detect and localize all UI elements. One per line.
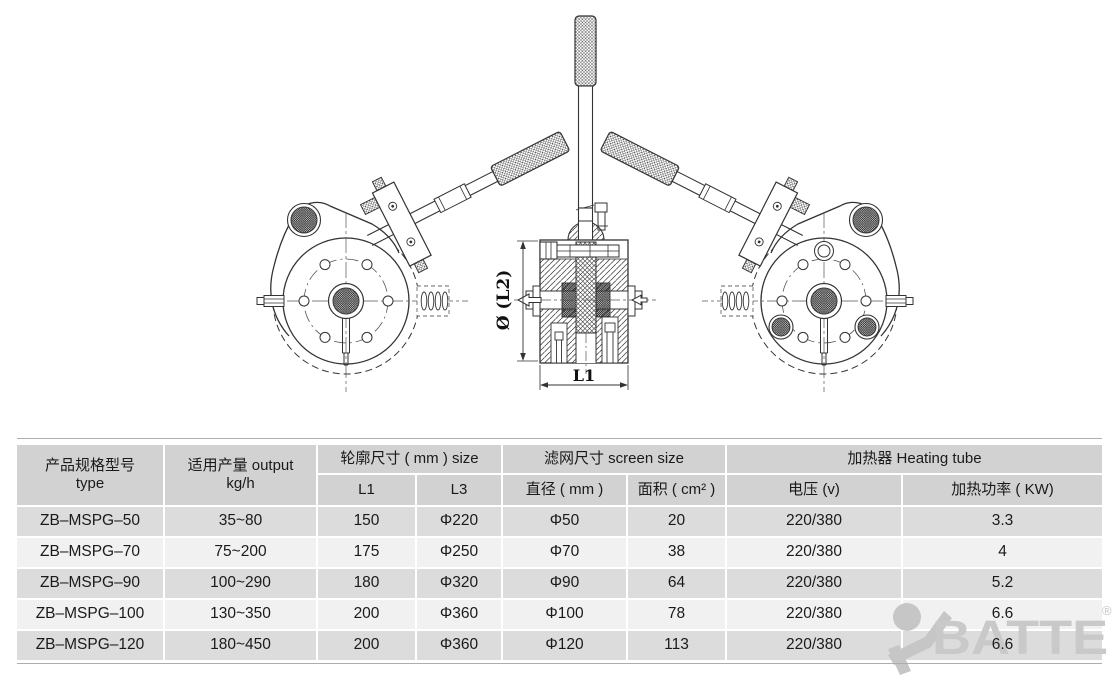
col-header-l1: L1 (318, 475, 415, 505)
table-cell: Φ320 (417, 569, 501, 598)
dim-label-l1: L1 (573, 366, 595, 385)
table-cell: Φ70 (503, 538, 626, 567)
table-cell: 4 (903, 538, 1102, 567)
table-cell: 3.3 (903, 507, 1102, 536)
table-cell: ZB–MSPG–70 (17, 538, 163, 567)
table-cell: 220/380 (727, 507, 901, 536)
table-cell: 200 (318, 600, 415, 629)
col-header-l3: L3 (417, 475, 501, 505)
col-header-screen-size: 滤网尺寸 screen size (503, 445, 725, 473)
table-cell: 113 (628, 631, 725, 660)
left-rear-view (256, 94, 589, 393)
table-cell: 180~450 (165, 631, 316, 660)
watermark-figure (888, 603, 952, 675)
watermark-brand: BATTE (932, 611, 1109, 666)
col-header-voltage: 电压 (v) (727, 475, 901, 505)
section-view: Ø (L2) L1 (494, 15, 656, 390)
table-cell: ZB–MSPG–90 (17, 569, 163, 598)
table-cell: Φ220 (417, 507, 501, 536)
table-cell: 5.2 (903, 569, 1102, 598)
watermark-registered: ® (1102, 603, 1112, 618)
table-cell: Φ120 (503, 631, 626, 660)
table-cell: 220/380 (727, 631, 901, 660)
table-cell: ZB–MSPG–120 (17, 631, 163, 660)
table-cell: 75~200 (165, 538, 316, 567)
table-cell: 38 (628, 538, 725, 567)
col-header-heating-tube: 加热器 Heating tube (727, 445, 1102, 473)
table-cell: Φ50 (503, 507, 626, 536)
table-top-rule (17, 438, 1102, 439)
table-cell: 64 (628, 569, 725, 598)
table-cell: Φ90 (503, 569, 626, 598)
table-cell: Φ360 (417, 600, 501, 629)
table-cell: 35~80 (165, 507, 316, 536)
technical-drawing: Ø (L2) L1 (256, 15, 914, 393)
watermark: BATTE ® (880, 595, 1120, 679)
table-cell: Φ250 (417, 538, 501, 567)
table-cell: ZB–MSPG–50 (17, 507, 163, 536)
table-cell: 220/380 (727, 569, 901, 598)
col-header-diameter: 直径 ( mm ) (503, 475, 626, 505)
col-header-power: 加热功率 ( KW) (903, 475, 1102, 505)
table-cell: 175 (318, 538, 415, 567)
col-header-outline-size: 轮廓尺寸 ( mm ) size (318, 445, 501, 473)
table-cell: 220/380 (727, 538, 901, 567)
table-cell: 100~290 (165, 569, 316, 598)
table-cell: Φ100 (503, 600, 626, 629)
table-cell: 20 (628, 507, 725, 536)
table-cell: 78 (628, 600, 725, 629)
right-front-view (581, 94, 914, 393)
dim-label-l2: Ø (L2) (494, 270, 514, 331)
col-header-area: 面积 ( cm² ) (628, 475, 725, 505)
table-cell: Φ360 (417, 631, 501, 660)
table-cell: 130~350 (165, 600, 316, 629)
table-cell: 180 (318, 569, 415, 598)
table-cell: 150 (318, 507, 415, 536)
table-cell: 200 (318, 631, 415, 660)
table-cell: 220/380 (727, 600, 901, 629)
table-bottom-rule (17, 663, 1102, 664)
table-cell: ZB–MSPG–100 (17, 600, 163, 629)
